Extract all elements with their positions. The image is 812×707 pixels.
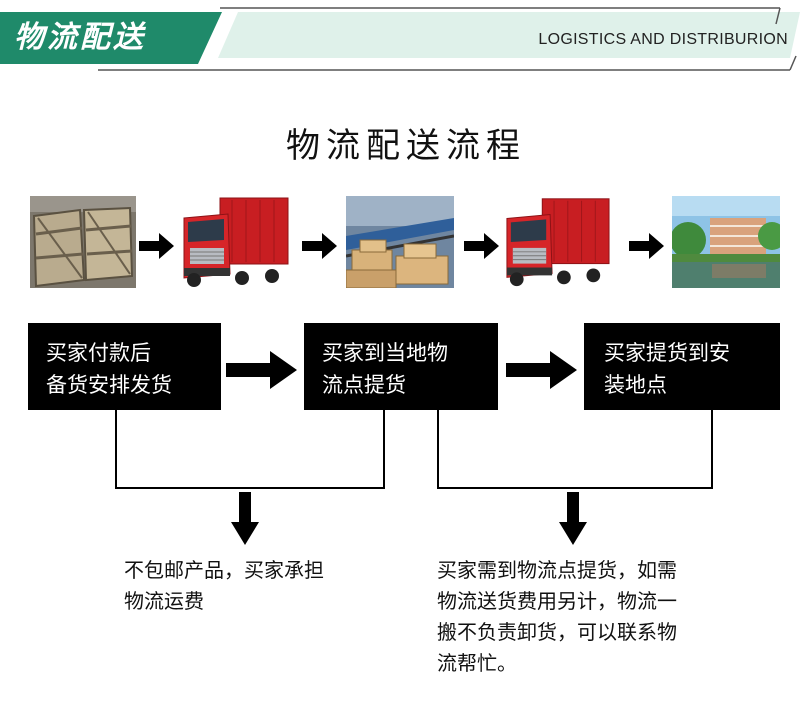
bracket-right [437,410,713,489]
step-line: 买家提货到安 [604,341,730,365]
step-line: 装地点 [604,373,667,397]
note-pickup-delivery: 买家需到物流点提货，如需 物流送货费用另计，物流一 搬不负责卸货，可以联系物 流… [437,555,737,679]
arrow-right-icon [302,233,337,259]
arrow-right-icon [629,233,664,259]
note-line: 买家需到物流点提货，如需 [437,558,677,582]
arrow-down-icon [559,492,587,545]
arrow-right-icon [226,351,297,389]
note-line: 搬不负责卸货，可以联系物 [437,620,677,644]
page-title: 物流配送流程 [286,126,526,166]
header-subtitle-bg [218,12,800,58]
header-corner-line-2 [789,55,797,71]
destination-scenery-photo [672,196,780,288]
step-pickup-at-logistics: 买家到当地物 流点提货 [304,323,498,410]
header-corner-line [775,7,781,25]
warehouse-photo [346,196,454,288]
step-line: 流点提货 [322,373,406,397]
step-deliver-to-install-site: 买家提货到安 装地点 [584,323,780,410]
note-shipping-cost: 不包邮产品，买家承担 物流运费 [124,555,384,617]
arrow-right-icon [139,233,174,259]
arrow-down-icon [231,492,259,545]
step-line: 备货安排发货 [46,373,172,397]
note-line: 不包邮产品，买家承担 [124,558,324,582]
note-line: 物流送货费用另计，物流一 [437,589,677,613]
bracket-left [115,410,385,489]
header-subtitle: LOGISTICS AND DISTRIBURION [538,31,788,48]
note-line: 物流运费 [124,589,204,613]
note-line: 流帮忙。 [437,651,517,675]
red-truck-photo [503,196,611,288]
header-banner [0,7,800,71]
wooden-crates-photo [30,196,136,288]
step-line: 买家到当地物 [322,341,448,365]
step-prepare-shipment: 买家付款后 备货安排发货 [28,323,221,410]
arrow-right-icon [464,233,499,259]
red-truck-photo [180,196,290,288]
arrow-right-icon [506,351,577,389]
header-title: 物流配送 [14,20,146,55]
header-title-bg [0,12,222,64]
step-line: 买家付款后 [46,341,151,365]
